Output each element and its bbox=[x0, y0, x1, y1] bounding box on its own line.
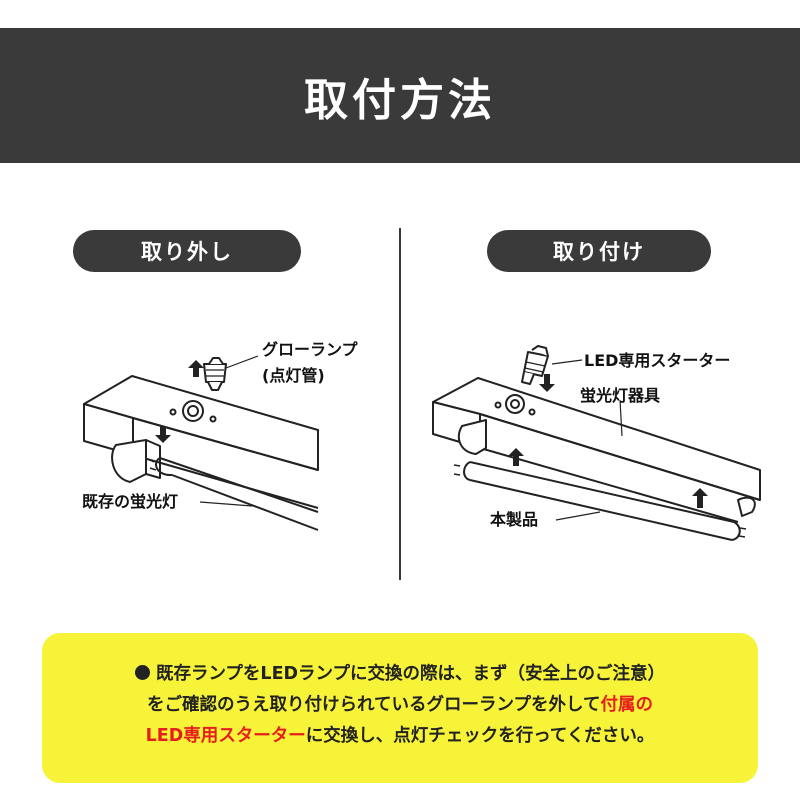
right-arrows bbox=[508, 374, 708, 508]
installation-diagram bbox=[83, 345, 761, 541]
led-tube bbox=[453, 461, 747, 541]
notice-box: 既存ランプをLEDランプに交換の際は、まず（安全上のご注意） をご確認のうえ取り… bbox=[42, 633, 758, 783]
removal-heading: 取り外し bbox=[73, 230, 301, 272]
center-divider bbox=[399, 228, 401, 580]
notice-line-3: LED専用スターターに交換し、点灯チェックを行ってください。 bbox=[145, 726, 655, 746]
left-arrows bbox=[155, 360, 204, 443]
label-glow-lamp-sub: (点灯管) bbox=[262, 366, 325, 385]
glow-lamp bbox=[203, 357, 227, 391]
label-led-starter: LED専用スターター bbox=[584, 351, 731, 370]
right-fixture bbox=[432, 377, 761, 523]
label-fixture: 蛍光灯器具 bbox=[580, 386, 661, 405]
installation-heading: 取り付け bbox=[487, 230, 711, 272]
notice-line-2: をご確認のうえ取り付けられているグローランプを外して付属の bbox=[147, 695, 653, 715]
notice-line-1: 既存ランプをLEDランプに交換の際は、まず（安全上のご注意） bbox=[52, 659, 748, 690]
label-existing-tube: 既存の蛍光灯 bbox=[82, 492, 179, 511]
label-glow-lamp: グローランプ bbox=[262, 340, 358, 359]
left-fixture bbox=[83, 375, 319, 509]
page-title: 取付方法 bbox=[304, 74, 496, 126]
led-starter bbox=[521, 345, 549, 385]
bullet-icon bbox=[134, 665, 150, 680]
label-product: 本製品 bbox=[490, 510, 539, 529]
existing-tube bbox=[147, 457, 319, 531]
header-banner: 取付方法 bbox=[0, 28, 800, 163]
